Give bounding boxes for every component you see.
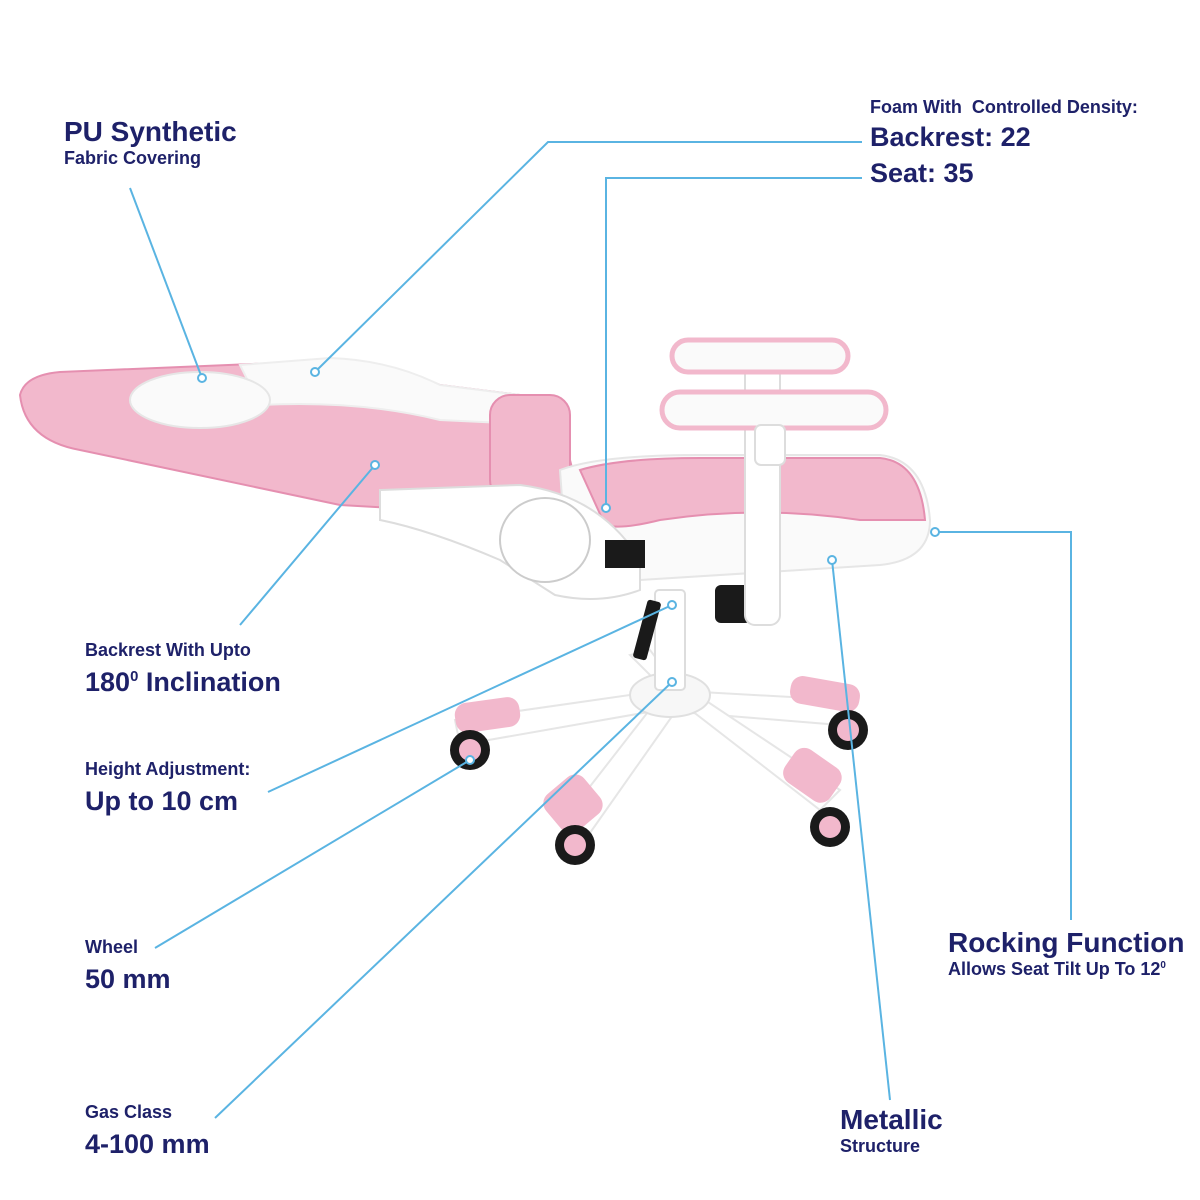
leader-wheel [154, 759, 471, 949]
wheel-line1: Wheel [85, 937, 139, 957]
metallic-subtitle: Structure [840, 1136, 921, 1157]
callout-rocking-function: Rocking Function Allows Seat Tilt Up To … [948, 927, 1184, 980]
leader-foam-backrest [314, 141, 862, 373]
pu-subtitle: Fabric Covering [64, 148, 202, 169]
rocking-subtitle: Allows Seat Tilt Up To 12 [948, 959, 1161, 980]
leader-metallic [831, 559, 891, 1101]
metallic-title: Metallic [840, 1104, 943, 1135]
callout-backrest-inclination: Backrest With Upto 1800 Inclination [85, 640, 281, 698]
gas-lift [633, 585, 751, 691]
foam-seat: Seat: 35 [870, 157, 974, 188]
leader-height [267, 604, 673, 793]
leader-rocking [935, 531, 1072, 920]
foam-backrest: Backrest: 22 [870, 121, 1031, 152]
rocking-subtitle-line: Allows Seat Tilt Up To 120 [948, 959, 1184, 980]
wheel-value: 50 mm [85, 963, 171, 994]
gas-line1: Gas Class [85, 1102, 173, 1122]
callout-foam-density: Foam With Controlled Density: Backrest: … [870, 97, 1138, 189]
height-value: Up to 10 cm [85, 785, 239, 816]
foam-heading: Foam With Controlled Density: [870, 97, 1138, 117]
rocking-title: Rocking Function [948, 927, 1185, 958]
leader-lines [129, 141, 1072, 1119]
backrest-line1: Backrest With Upto [85, 640, 251, 660]
chair-base [450, 648, 868, 865]
backrest-value-line: 1800 Inclination [85, 667, 281, 698]
leader-endpoints [197, 367, 940, 765]
callout-gas-class: Gas Class 4-100 mm [85, 1102, 210, 1160]
callout-height-adjustment: Height Adjustment: Up to 10 cm [85, 759, 250, 817]
recline-mechanism [379, 483, 645, 600]
gas-value: 4-100 mm [85, 1128, 210, 1159]
callout-metallic-structure: Metallic Structure [840, 1104, 943, 1157]
leader-pu [129, 187, 203, 379]
leader-foam-seat [605, 177, 862, 508]
leader-backrest-inclination [239, 464, 376, 626]
pu-title: PU Synthetic [64, 116, 237, 147]
backrest-degree: 0 [130, 668, 139, 685]
leader-gas [214, 681, 673, 1119]
callout-pu-synthetic: PU Synthetic Fabric Covering [64, 116, 237, 169]
rocking-degree: 0 [1160, 960, 1166, 972]
backrest-rest: Inclination [138, 666, 281, 697]
callout-wheel: Wheel 50 mm [85, 937, 171, 995]
backrest-value: 180 [85, 666, 131, 697]
armrests [659, 337, 889, 626]
height-line1: Height Adjustment: [85, 759, 251, 779]
